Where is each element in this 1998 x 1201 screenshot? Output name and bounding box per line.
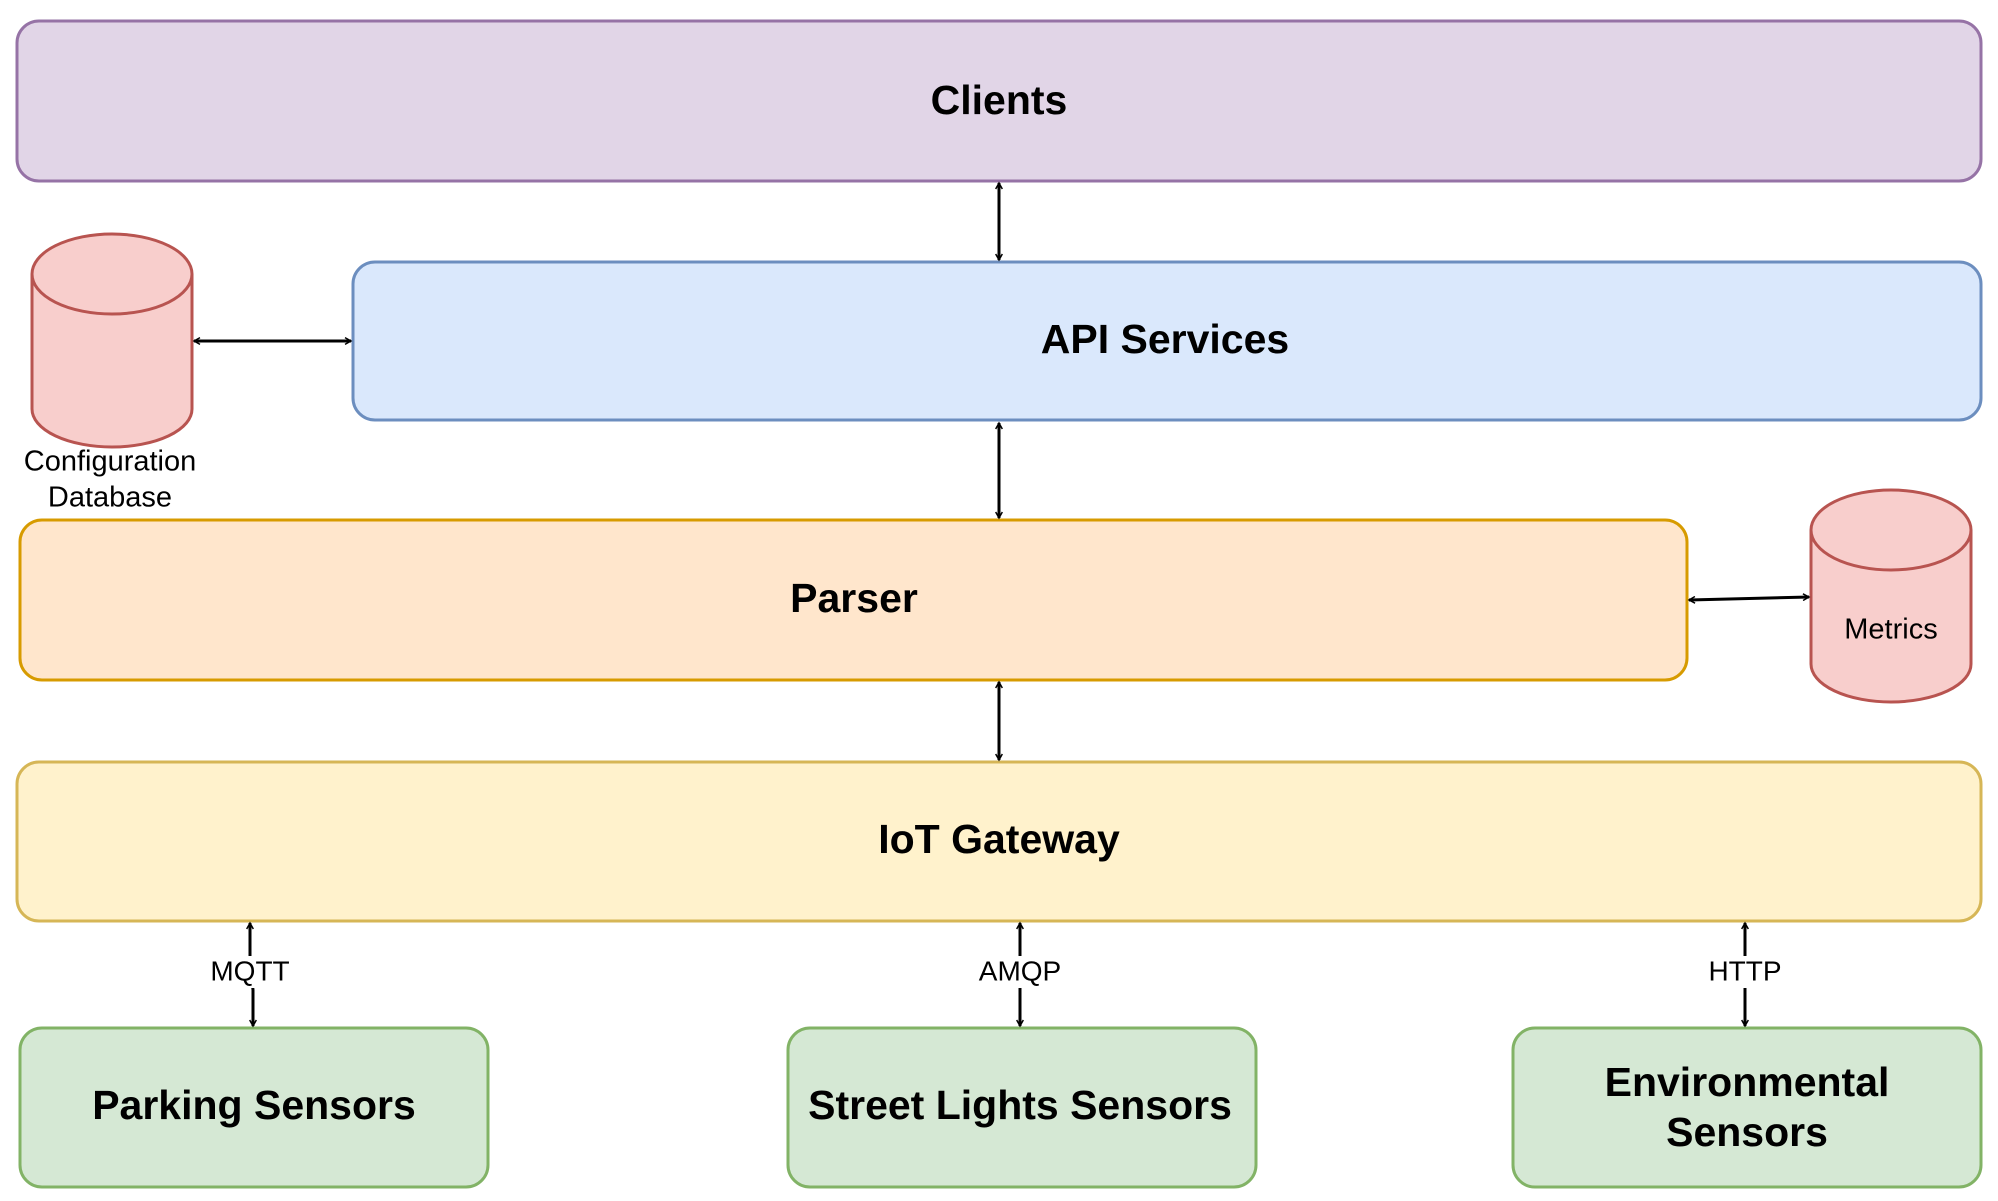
clients-box [15, 19, 1983, 183]
environmental-sensors: Environmental Sensors [1511, 1026, 1983, 1189]
clients-label: Clients [931, 77, 1068, 123]
parking-sensors-label: Parking Sensors [92, 1082, 416, 1128]
parking-sensors-box [18, 1026, 490, 1189]
environmental-sensors-box [1511, 1026, 1983, 1189]
api-services-layer: API Services [351, 260, 1983, 422]
api-services-label: API Services [1041, 316, 1289, 362]
clients-layer: Clients [15, 19, 1983, 183]
iot-gateway-label: IoT Gateway [878, 816, 1120, 862]
parser-label: Parser [790, 575, 918, 621]
parser-metrics-connector [1689, 597, 1809, 600]
street-lights-sensors: Street Lights Sensors [786, 1026, 1258, 1189]
configuration-database-top [30, 232, 194, 316]
amqp-connector: AMQP [970, 923, 1070, 1026]
mqtt-protocol-label: MQTT [210, 955, 289, 986]
iot-gateway-box [15, 760, 1983, 923]
configuration-database-body [30, 274, 194, 449]
amqp-protocol-label: AMQP [979, 955, 1061, 986]
iot-gateway-layer: IoT Gateway [15, 760, 1983, 923]
http-protocol-label: HTTP [1708, 955, 1781, 986]
parser-layer: Parser [18, 518, 1689, 682]
configuration-database-label-line1: Configuration [24, 446, 197, 478]
environmental-sensors-label-line1: Environmental [1605, 1059, 1890, 1105]
environmental-sensors-label-line2: Sensors [1666, 1109, 1828, 1155]
metrics-database-body [1809, 530, 1973, 704]
parking-sensors: Parking Sensors [18, 1026, 490, 1189]
metrics-database: Metrics [1809, 488, 1973, 704]
metrics-database-top [1809, 488, 1973, 572]
street-lights-sensors-box [786, 1026, 1258, 1189]
parser-box [18, 518, 1689, 682]
api-services-box [351, 260, 1983, 422]
http-connector: HTTP [1695, 923, 1795, 1026]
mqtt-connector: MQTT [200, 923, 300, 1026]
metrics-database-label: Metrics [1844, 614, 1937, 646]
configuration-database: Configuration Database [24, 232, 197, 514]
configuration-database-label-line2: Database [48, 482, 172, 514]
street-lights-sensors-label: Street Lights Sensors [808, 1082, 1232, 1128]
